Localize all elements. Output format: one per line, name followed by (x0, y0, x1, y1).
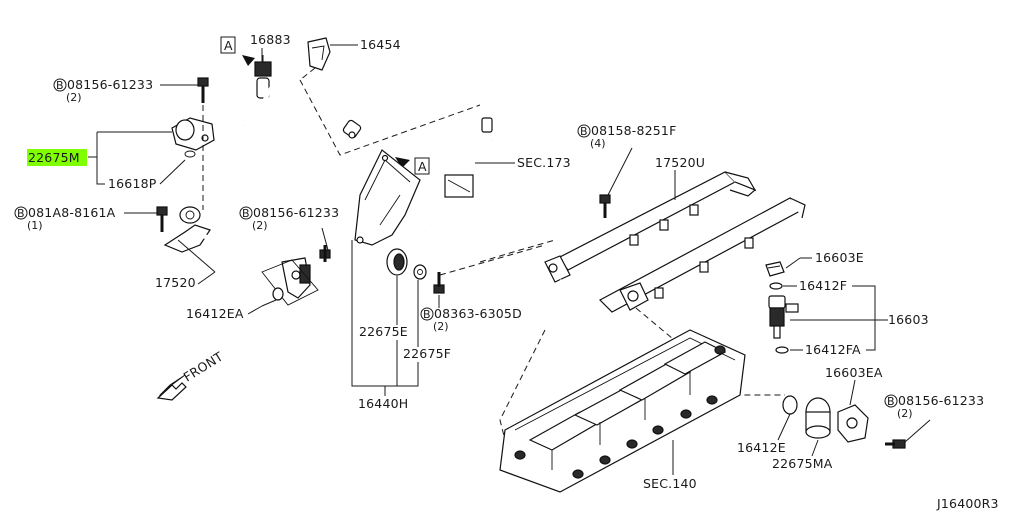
bolt-08156-top: B (53, 78, 67, 92)
part-22675MA-fitting (805, 397, 831, 439)
oring-16412EA (272, 287, 284, 301)
label-16412F: 16412F (799, 278, 847, 293)
label-08363: 08363-6305D (434, 306, 522, 321)
label-08158-qty: (4) (590, 137, 606, 150)
part-22675E-grommet (386, 248, 408, 276)
part-17520U-fuel-rails (544, 171, 806, 331)
bolt-08158: B (577, 124, 591, 138)
part-22675F-washer (413, 264, 427, 280)
part-17520-fuel-pipe (163, 206, 331, 258)
svg-text:B: B (580, 125, 588, 138)
svg-text:B: B (56, 79, 64, 92)
bolt-icon (156, 206, 168, 232)
label-sec173: SEC.173 (517, 155, 571, 170)
front-direction-arrow (156, 374, 187, 401)
bolt-icon (885, 439, 906, 449)
svg-text:A: A (418, 159, 427, 174)
label-08156-right: 08156-61233 (898, 393, 984, 408)
oring-16412F (769, 282, 783, 290)
svg-text:B: B (17, 207, 25, 220)
part-16603E-clip (765, 261, 785, 277)
diagram-reference-code: J16400R3 (936, 496, 999, 511)
marker-a-top: A (220, 36, 255, 66)
bolt-icon (433, 272, 445, 294)
svg-text:B: B (242, 207, 250, 220)
label-22675M: 22675M (28, 150, 80, 165)
part-16603EA-plate (837, 404, 869, 443)
part-16454-clip (307, 37, 331, 71)
label-08158: 08158-8251F (591, 123, 676, 138)
label-08156-top: 08156-61233 (67, 77, 153, 92)
oring-16412FA (775, 346, 789, 354)
arrow-icon (242, 55, 255, 66)
label-08363-qty: (2) (433, 320, 449, 333)
label-16618P: 16618P (108, 176, 157, 191)
label-08156-right-qty: (2) (897, 407, 913, 420)
label-16883: 16883 (250, 32, 291, 47)
bolt-icon (319, 245, 331, 262)
part-hose-connector-end (342, 119, 362, 139)
label-081A8: 081A8-8161A (28, 205, 116, 220)
label-16603EA: 16603EA (825, 365, 883, 380)
highlight-22675M (27, 149, 87, 166)
label-16440H: 16440H (358, 396, 408, 411)
bolt-08156-mid: B (239, 206, 253, 220)
label-08156-mid-qty: (2) (252, 219, 268, 232)
label-16603E: 16603E (815, 250, 864, 265)
label-16412EA: 16412EA (186, 306, 244, 321)
label-16603: 16603 (888, 312, 929, 327)
arrow-icon (395, 157, 410, 168)
label-22675F: 22675F (403, 346, 451, 361)
label-081A8-qty: (1) (27, 219, 43, 232)
svg-text:B: B (423, 308, 431, 321)
bolt-08156-right: B (884, 394, 898, 408)
label-17520U: 17520U (655, 155, 705, 170)
part-16603-fuel-injector (768, 295, 875, 339)
part-sec140-intake-manifold (499, 329, 746, 493)
label-16412FA: 16412FA (805, 342, 861, 357)
oring-16412E (782, 395, 798, 415)
label-08156-top-qty: (2) (66, 91, 82, 104)
label-front: FRONT (181, 349, 226, 385)
part-fuel-hose-upper (203, 79, 352, 132)
part-sec173-fuel-tubes (424, 117, 506, 247)
svg-text:B: B (887, 395, 895, 408)
label-16412E: 16412E (737, 440, 786, 455)
label-17520: 17520 (155, 275, 196, 290)
label-sec140: SEC.140 (643, 476, 697, 491)
bolt-081A8: B (14, 206, 28, 220)
svg-text:A: A (224, 38, 233, 53)
label-22675MA: 22675MA (772, 456, 833, 471)
part-pipe-connector-lower (281, 257, 311, 299)
bolt-icon (599, 194, 611, 218)
part-harness-bracket-cover (354, 149, 421, 246)
label-16454: 16454 (360, 37, 401, 52)
label-22675E: 22675E (359, 324, 408, 339)
label-08156-mid: 08156-61233 (253, 205, 339, 220)
part-22675M-damper (171, 117, 215, 158)
bolt-08363: B (420, 307, 434, 321)
bolt-icon (197, 77, 209, 103)
marker-a-mid: A (395, 157, 430, 175)
